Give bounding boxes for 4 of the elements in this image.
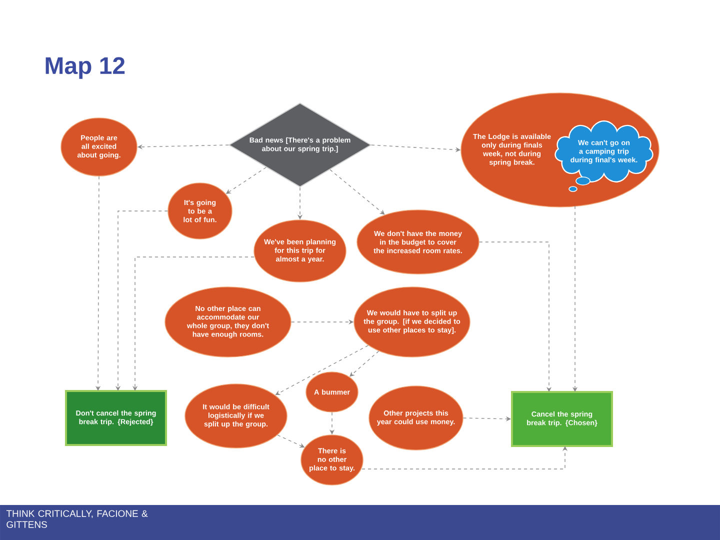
footer-text: THINK CRITICALLY, FACIONE & GITTENS	[6, 510, 148, 528]
arrow	[479, 242, 552, 392]
arrow	[330, 169, 385, 215]
title: Map 12	[46, 57, 125, 79]
